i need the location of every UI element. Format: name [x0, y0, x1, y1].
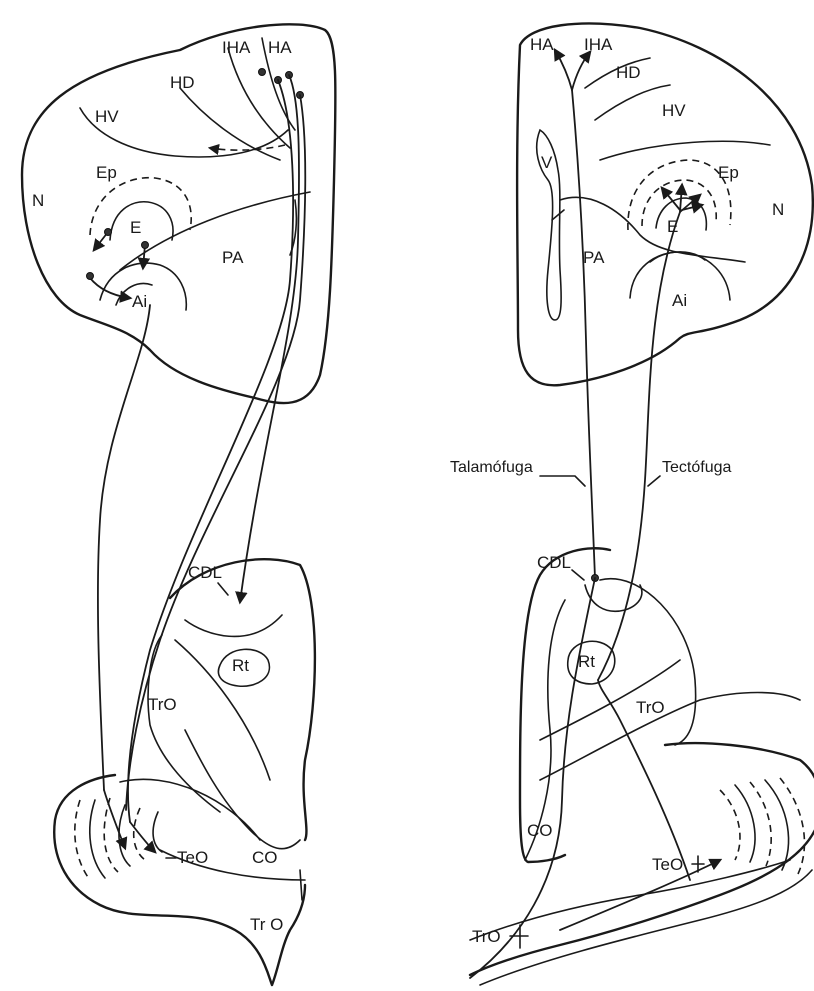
right-label-tro-upper: TrO: [636, 698, 665, 717]
right-label-cdl: CDL: [537, 553, 571, 572]
right-teo-leader: [692, 856, 704, 872]
left-lamina-iha: [228, 48, 290, 148]
right-telencephalon-outline: [517, 23, 813, 385]
right-lamina-hd-2: [595, 85, 670, 120]
left-thalamus-outline: [170, 559, 315, 840]
right-label-co: CO: [527, 821, 553, 840]
right-ep-dashed-ring: [628, 160, 731, 230]
left-teo-arc: [153, 812, 162, 852]
left-label-teo: TeO: [177, 848, 208, 867]
right-lamina-tick: [552, 210, 564, 220]
left-label-cdl: CDL: [188, 563, 222, 582]
left-teo-arc: [75, 800, 90, 880]
left-co-line: [185, 730, 300, 849]
right-tectofuga-fiber: [598, 212, 680, 680]
right-tectum-bottom-line: [480, 870, 812, 985]
right-tectum-outline: [470, 743, 814, 975]
left-ai-descending-fiber: [98, 305, 150, 790]
left-label-tro-lower: Tr O: [250, 915, 283, 934]
right-label-pa: PA: [583, 248, 605, 267]
right-thalamus-outline: [520, 548, 610, 862]
right-teo-arc: [780, 778, 804, 874]
right-teo-arc: [765, 780, 789, 870]
left-label-iha: IHA: [222, 38, 251, 57]
right-tectofuga-leader: [648, 476, 660, 486]
left-label-rt: Rt: [232, 656, 249, 675]
right-label-iha: IHA: [584, 35, 613, 54]
left-cell-dot: [142, 242, 149, 249]
right-cdl-leader: [572, 570, 584, 580]
left-lamina-pa: [120, 192, 310, 270]
left-label-ai: Ai: [132, 292, 147, 311]
left-label-ha: HA: [268, 38, 292, 57]
right-lamina-hv: [600, 141, 770, 160]
left-e-arc: [110, 202, 173, 240]
left-cdl-leader: [218, 583, 228, 595]
left-label-tro-upper: TrO: [148, 695, 177, 714]
right-label-n: N: [772, 200, 784, 219]
left-diagram: IHA HA HD HV N Ep E PA Ai CDL Rt TrO TeO…: [22, 24, 335, 985]
right-label-ha: HA: [530, 35, 554, 54]
left-label-co: CO: [252, 848, 278, 867]
right-ep-dashed-ring-inner: [642, 180, 716, 226]
right-label-hv: HV: [662, 101, 686, 120]
right-e-arrow: [680, 185, 682, 212]
right-ha-arrow: [555, 50, 572, 90]
left-tectum-outline: [54, 775, 305, 985]
right-label-talamofuga: Talamófuga: [450, 459, 533, 476]
left-label-n: N: [32, 191, 44, 210]
left-label-pa: PA: [222, 248, 244, 267]
left-tectum-upper-line: [120, 779, 260, 840]
right-iha-arrow: [572, 52, 590, 90]
right-label-hd: HD: [616, 63, 641, 82]
right-ai-inner: [650, 252, 705, 262]
right-label-tro-lower: TrO: [472, 927, 501, 946]
right-label-v: V: [541, 153, 553, 172]
right-co-curve: [540, 693, 800, 781]
left-cell-dot: [87, 273, 94, 280]
left-label-ep: Ep: [96, 163, 117, 182]
left-teo-arc: [90, 800, 105, 878]
left-cdl-arc: [185, 615, 282, 636]
left-hv-dashed-arrow: [210, 145, 285, 150]
left-tectum-arrow: [104, 790, 125, 848]
right-talamofuga-leader: [540, 476, 585, 486]
left-cell-dot: [259, 69, 266, 76]
left-cell-dot: [105, 229, 112, 236]
right-label-ep: Ep: [718, 163, 739, 182]
right-label-e: E: [667, 217, 678, 236]
left-lamina-hd: [180, 88, 280, 160]
right-label-ai: Ai: [672, 291, 687, 310]
left-label-e: E: [130, 218, 141, 237]
right-label-rt: Rt: [578, 652, 595, 671]
right-label-tectofuga: Tectófuga: [662, 459, 731, 476]
right-label-teo: TeO: [652, 855, 683, 874]
left-label-hv: HV: [95, 107, 119, 126]
right-talamofuga-fiber: [572, 90, 595, 578]
left-label-hd: HD: [170, 73, 195, 92]
right-diagram: HA IHA HD HV V Ep E N PA Ai Talamófuga T…: [450, 23, 814, 985]
right-teo-arc: [720, 790, 740, 860]
left-tro-lower-tick: [300, 870, 302, 900]
left-fiber-bundle-1: [240, 75, 299, 602]
